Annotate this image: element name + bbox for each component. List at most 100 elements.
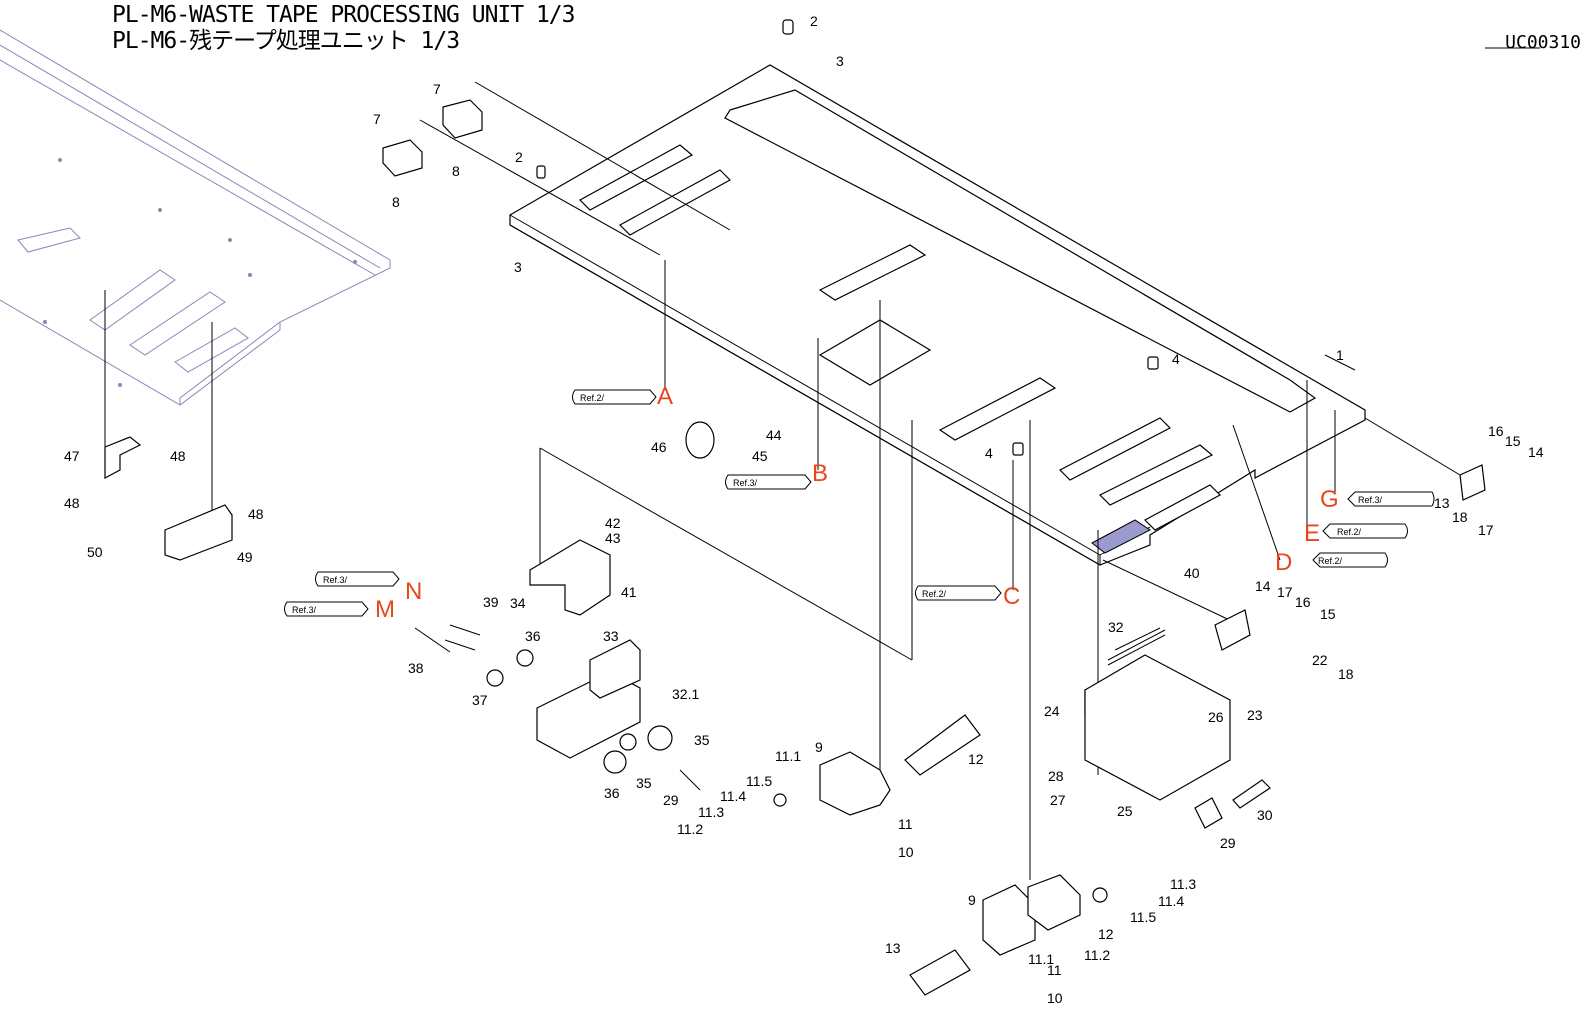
part-label: 43	[605, 530, 621, 546]
part-label: 47	[64, 448, 80, 464]
ref-tag-a[interactable]: Ref.2/ A	[572, 383, 674, 410]
part-label: 33	[603, 628, 619, 644]
ref-tag-c[interactable]: Ref.2/ C	[915, 583, 1021, 610]
svg-text:Ref.2/: Ref.2/	[1318, 556, 1343, 566]
title-japanese: PL-M6-残テープ処理ユニット 1/3	[112, 28, 460, 54]
part-label: 7	[433, 81, 441, 97]
part-label: 15	[1320, 606, 1336, 622]
part-label: 10	[898, 844, 914, 860]
part-label: 17	[1478, 522, 1494, 538]
part-label: 30	[1257, 807, 1273, 823]
ref-tag-d[interactable]: Ref.2/ D	[1275, 549, 1388, 576]
part-label: 39	[483, 594, 499, 610]
part-label: 11.2	[1084, 947, 1110, 963]
part-label: 14	[1528, 444, 1544, 460]
part-label: 9	[815, 739, 823, 755]
svg-text:B: B	[812, 460, 828, 487]
part-label: 11	[898, 816, 913, 832]
svg-text:C: C	[1003, 583, 1020, 610]
part-label: 29	[1220, 835, 1236, 851]
part-label: 11.1	[775, 748, 801, 764]
part-label: 40	[1184, 565, 1200, 581]
ref-tag-m[interactable]: Ref.3/ M	[284, 596, 396, 623]
part-label: 50	[87, 544, 103, 560]
part-label: 18	[1338, 666, 1354, 682]
ref-tags: Ref.2/ A Ref.3/ B Ref.2/ C Ref.2/ D Ref.…	[284, 383, 1435, 623]
part-label: 7	[373, 111, 381, 127]
part-label: 4	[985, 445, 993, 461]
part-label: 15	[1505, 433, 1521, 449]
svg-text:D: D	[1275, 549, 1292, 576]
part-label: 16	[1488, 423, 1504, 439]
part-label: 46	[651, 439, 667, 455]
part-label: 48	[170, 448, 186, 464]
part-label: 12	[1098, 926, 1114, 942]
svg-text:N: N	[405, 578, 422, 605]
part-label: 32.1	[672, 686, 699, 702]
part-label: 29	[663, 792, 679, 808]
part-label: 2	[515, 149, 523, 165]
svg-text:Ref.3/: Ref.3/	[292, 605, 317, 615]
svg-text:Ref.2/: Ref.2/	[1337, 527, 1362, 537]
part-label: 28	[1048, 768, 1064, 784]
part-label: 8	[392, 194, 400, 210]
part-label: 8	[452, 163, 460, 179]
part-label: 45	[752, 448, 768, 464]
ref-tag-e[interactable]: Ref.2/ E	[1304, 520, 1408, 547]
part-label: 18	[1452, 509, 1468, 525]
svg-text:Ref.3/: Ref.3/	[1358, 495, 1383, 505]
ref-tag-g[interactable]: Ref.3/ G	[1320, 486, 1435, 513]
part-label: 9	[968, 892, 976, 908]
ref-tag-b[interactable]: Ref.3/ B	[725, 460, 829, 490]
part-label: 32	[1108, 619, 1124, 635]
component-sketches	[104, 19, 1486, 996]
part-label: 11.4	[1158, 893, 1184, 909]
part-label: 1	[1336, 347, 1344, 363]
part-label: 11.5	[746, 773, 772, 789]
svg-text:M: M	[375, 596, 395, 623]
part-label: 26	[1208, 709, 1224, 725]
part-label: 48	[248, 506, 264, 522]
svg-text:Ref.2/: Ref.2/	[922, 589, 947, 599]
part-label: 11.3	[1170, 876, 1196, 892]
part-label: 44	[766, 427, 782, 443]
part-label: 13	[1434, 495, 1450, 511]
ref-tag-n[interactable]: Ref.3/ N	[315, 571, 423, 605]
part-label: 3	[836, 53, 844, 69]
main-plate	[509, 64, 1366, 566]
svg-text:E: E	[1304, 520, 1320, 547]
svg-text:Ref.3/: Ref.3/	[323, 575, 348, 585]
part-label: 49	[237, 549, 253, 565]
title-english: PL-M6-WASTE TAPE PROCESSING UNIT 1/3	[112, 2, 575, 28]
part-label: 34	[510, 595, 526, 611]
part-label: 11.2	[677, 821, 703, 837]
svg-text:Ref.2/: Ref.2/	[580, 393, 605, 403]
svg-text:G: G	[1320, 486, 1339, 513]
part-label: 35	[636, 775, 652, 791]
part-label: 41	[621, 584, 637, 600]
part-label: 24	[1044, 703, 1060, 719]
part-label: 4	[1172, 351, 1180, 367]
reference-plate-ghost	[0, 29, 391, 406]
part-label: 36	[525, 628, 541, 644]
svg-text:A: A	[657, 383, 673, 410]
part-label: 16	[1295, 594, 1311, 610]
part-label: 38	[408, 660, 424, 676]
part-label: 27	[1050, 792, 1066, 808]
part-label: 37	[472, 692, 488, 708]
part-label: 11	[1047, 962, 1062, 978]
part-label: 11.3	[698, 804, 724, 820]
part-label: 42	[605, 515, 621, 531]
part-label: 10	[1047, 990, 1063, 1006]
part-label: 17	[1277, 584, 1293, 600]
part-label: 25	[1117, 803, 1133, 819]
part-label: 11.5	[1130, 909, 1156, 925]
part-label: 35	[694, 732, 710, 748]
part-label: 11.4	[720, 788, 746, 804]
part-label: 3	[514, 259, 522, 275]
part-label: 2	[810, 13, 818, 29]
title-block: PL-M6-WASTE TAPE PROCESSING UNIT 1/3 PL-…	[112, 2, 575, 54]
part-labels: 1 2 2 3 3 4 4 7 7 8 8 9 9 10 10 11 11 11…	[64, 13, 1544, 1006]
part-label: 23	[1247, 707, 1263, 723]
